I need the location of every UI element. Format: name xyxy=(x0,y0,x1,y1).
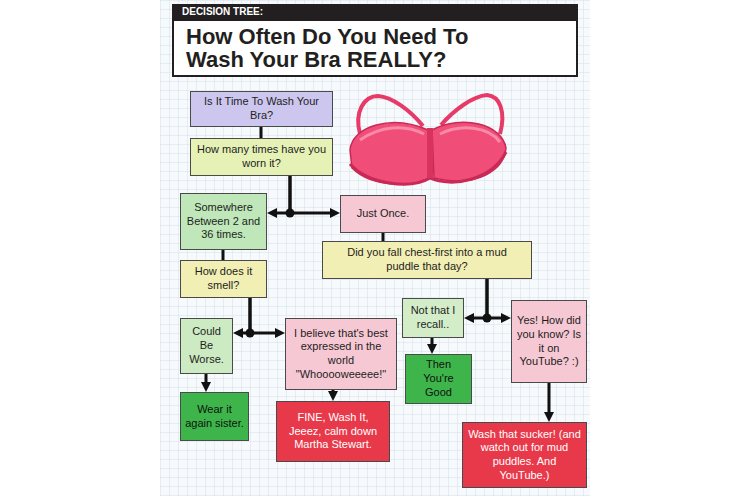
highlight xyxy=(440,128,500,142)
box-text: Just Once. xyxy=(357,207,410,221)
box-text: Did you fall chest-first into a mud pudd… xyxy=(342,246,512,274)
box-text: Somewhere Between 2 and 36 times. xyxy=(185,201,262,242)
junction-dot xyxy=(286,209,295,218)
decision-box: Wear it again sister. xyxy=(180,392,249,441)
title: How Often Do You Need To Wash Your Bra R… xyxy=(186,25,526,71)
box-text: Then You're Good xyxy=(410,358,467,399)
connector-arrow xyxy=(487,279,506,318)
box-text: Could Be Worse. xyxy=(185,325,228,366)
connector-arrow xyxy=(238,298,250,333)
connector-arrow xyxy=(222,250,225,260)
header-label: DECISION TREE: xyxy=(172,4,578,19)
connector-arrow xyxy=(205,374,208,387)
junction-dot xyxy=(246,329,255,338)
decision-box: I believe that's best expressed in the w… xyxy=(285,318,397,390)
box-text: How does it smell? xyxy=(185,265,262,293)
box-text: How many times have you worn it? xyxy=(195,143,328,171)
connector-arrow xyxy=(469,279,487,318)
decision-box: FINE, Wash It, Jeeez, calm down Martha S… xyxy=(276,401,390,462)
decision-box: Not that I recall.. xyxy=(402,298,464,338)
box-text: Is It Time To Wash Your Bra? xyxy=(195,95,328,123)
connector-arrow xyxy=(290,176,335,213)
connector-arrow xyxy=(332,390,335,396)
decision-box: Then You're Good xyxy=(405,354,472,404)
connector-arrow xyxy=(548,383,551,417)
connector-arrow xyxy=(272,176,290,213)
box-text: I believe that's best expressed in the w… xyxy=(290,327,392,382)
decision-box: How does it smell? xyxy=(180,260,267,298)
box-text: Yes! How did you know? Is it on YouTube?… xyxy=(516,314,582,369)
connector-arrow xyxy=(260,127,263,139)
center-gore xyxy=(427,128,433,178)
connector-arrow xyxy=(250,298,280,333)
decision-box: Wash that sucker! (and watch out for mud… xyxy=(462,422,587,488)
box-text: FINE, Wash It, Jeeez, calm down Martha S… xyxy=(281,411,385,452)
connector-arrow xyxy=(431,338,434,349)
decision-box: Somewhere Between 2 and 36 times. xyxy=(180,193,267,250)
box-text: Wear it again sister. xyxy=(185,403,244,431)
box-text: Not that I recall.. xyxy=(407,304,459,332)
decision-box: Could Be Worse. xyxy=(180,318,233,374)
decision-box: Just Once. xyxy=(340,195,426,233)
paper xyxy=(160,0,590,496)
cup xyxy=(432,122,506,181)
bra xyxy=(350,95,506,184)
decision-box: Is It Time To Wash Your Bra? xyxy=(190,91,333,127)
highlight xyxy=(360,128,424,140)
decision-box: Did you fall chest-first into a mud pudd… xyxy=(322,241,532,279)
decision-box: How many times have you worn it? xyxy=(190,138,333,176)
title-box: How Often Do You Need To Wash Your Bra R… xyxy=(172,19,578,77)
connector-arrow xyxy=(382,233,385,241)
decision-box: Yes! How did you know? Is it on YouTube?… xyxy=(511,300,587,383)
junction-dot xyxy=(483,314,492,323)
box-text: Wash that sucker! (and watch out for mud… xyxy=(467,428,582,483)
grid-lines xyxy=(160,0,590,496)
